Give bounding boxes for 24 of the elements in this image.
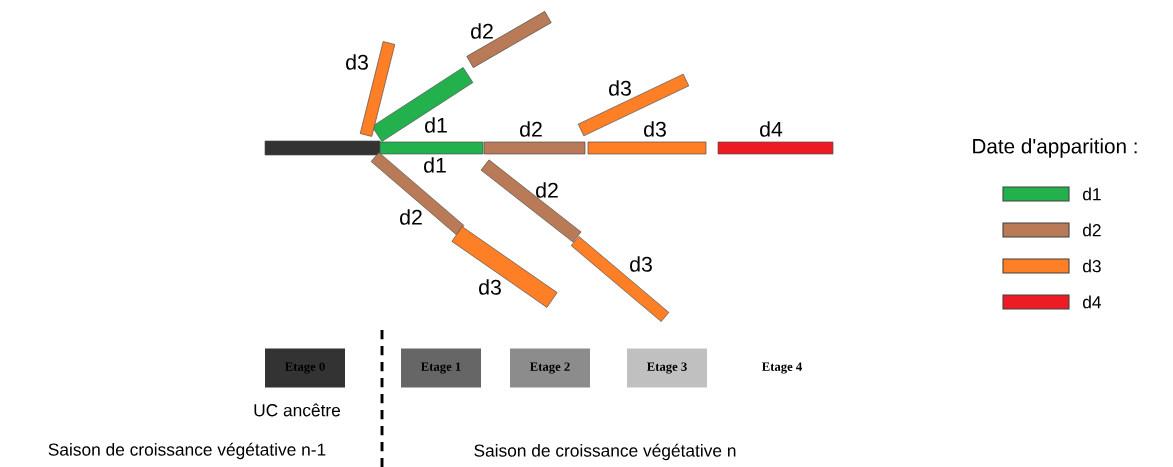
date-label: d1 [424, 157, 446, 173]
stage-box: Etage 2 [510, 348, 590, 388]
stage-box: Etage 3 [627, 348, 707, 388]
date-label: d3 [609, 80, 631, 96]
legend-label: d4 [1083, 295, 1102, 309]
date-label: d2 [520, 121, 542, 137]
date-label: d3 [346, 54, 368, 70]
legend-label: d3 [1083, 259, 1101, 273]
date-label: d2 [536, 182, 558, 198]
stage-label: Etage 4 [762, 362, 802, 374]
date-label: d3 [644, 121, 666, 137]
node-label: UC ancêtre [254, 403, 341, 417]
season-label: Saison de croissance végétative n [474, 443, 736, 461]
date-label: d3 [630, 256, 652, 272]
date-label: d2 [471, 23, 493, 39]
season-label: Saison de croissance végétative n-1 [48, 442, 326, 460]
legend-title: Date d'apparition : [973, 138, 1137, 158]
legend-label: d2 [1083, 223, 1101, 237]
stage-box: Etage 1 [401, 348, 481, 388]
date-label: d4 [760, 121, 783, 137]
date-label: d2 [400, 209, 422, 225]
date-label: d1 [425, 117, 447, 133]
legend-label: d1 [1083, 187, 1101, 201]
date-label: d3 [479, 279, 501, 295]
